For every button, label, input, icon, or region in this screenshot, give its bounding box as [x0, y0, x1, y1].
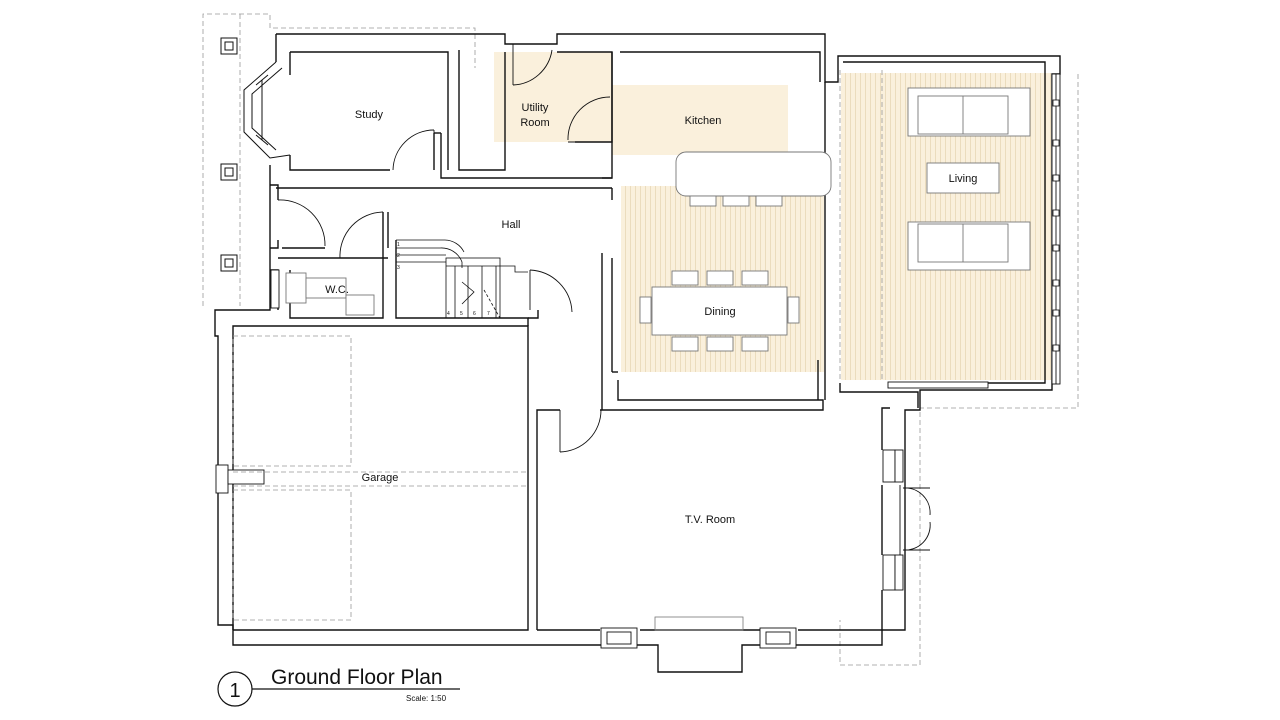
room-label-utility-line1: Utility: [522, 102, 549, 114]
room-label-hall: Hall: [502, 219, 521, 231]
pier-columns: [220, 37, 238, 272]
room-label-study: Study: [355, 109, 384, 121]
room-label-wc: W.C.: [325, 284, 349, 296]
dining-table: [639, 270, 800, 352]
windows: [215, 73, 1061, 649]
drawing-scale: Scale: 1:50: [406, 694, 447, 703]
stair-step-5: 5: [460, 311, 463, 317]
room-labels: Study Utility Room Kitchen Living Hall W…: [325, 102, 977, 526]
staircase: [396, 239, 528, 319]
room-label-kitchen: Kitchen: [685, 115, 722, 127]
room-label-tv-room: T.V. Room: [685, 514, 735, 526]
stair-step-7: 7: [487, 311, 490, 317]
drawing-number: 1: [229, 680, 240, 702]
garage-dashed-lines: [232, 70, 883, 621]
room-label-utility-line2: Room: [520, 117, 549, 129]
fireplace: [654, 616, 744, 631]
stair-step-4: 4: [447, 311, 450, 317]
walls: [214, 33, 1061, 673]
doors: [277, 43, 931, 555]
drawing-title: Ground Floor Plan: [271, 666, 443, 689]
room-label-living: Living: [949, 173, 978, 185]
living-furniture: [907, 87, 1031, 271]
wc-fixtures: [285, 272, 375, 316]
stair-step-1: 1: [397, 242, 400, 248]
room-label-dining: Dining: [704, 306, 735, 318]
stair-step-6: 6: [473, 311, 476, 317]
study-bay-window: [243, 61, 291, 159]
kitchen-island: [675, 151, 832, 207]
stair-step-numbers: 1 2 3 4 5 6 7: [397, 242, 490, 317]
stair-step-2: 2: [397, 253, 400, 259]
room-label-garage: Garage: [362, 472, 399, 484]
living-window-mullions: [1052, 99, 1060, 352]
title-block: 1 Ground Floor Plan Scale: 1:50: [217, 666, 460, 707]
stair-step-3: 3: [397, 265, 400, 271]
